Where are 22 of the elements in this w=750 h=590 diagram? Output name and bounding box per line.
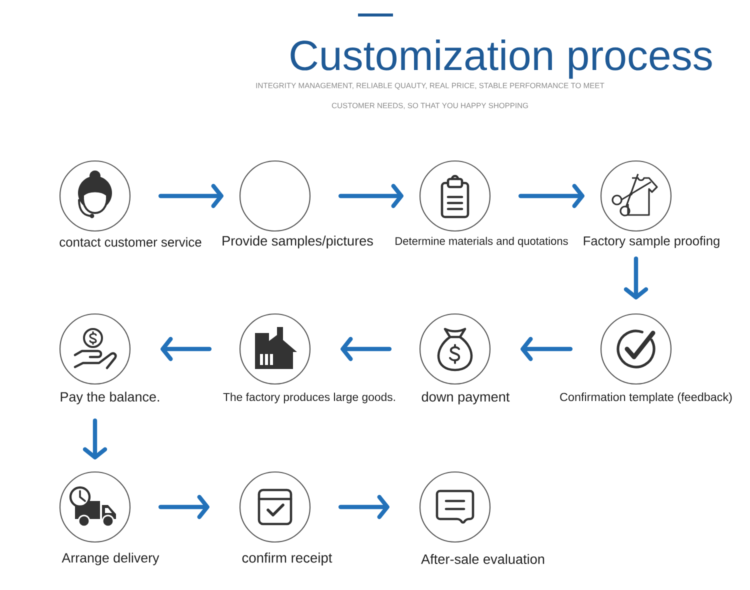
step-label: Confirmation template (feedback) <box>560 392 732 404</box>
arrow <box>158 494 210 520</box>
step-label: Arrange delivery <box>62 552 160 566</box>
arrow <box>340 336 392 362</box>
arrow <box>624 256 648 300</box>
arrow <box>518 184 584 208</box>
arrow <box>82 418 108 460</box>
arrow <box>338 184 404 208</box>
step-label: Pay the balance. <box>60 392 160 404</box>
step-label: Factory sample proofing <box>584 236 720 248</box>
step-label: The factory produces large goods. <box>223 392 395 404</box>
arrow <box>338 494 390 520</box>
arrow <box>158 184 224 208</box>
arrow <box>520 336 573 362</box>
title: Customization process <box>290 40 712 79</box>
step-label: Provide samples/pictures <box>222 236 373 248</box>
arrow <box>160 336 212 362</box>
step-label: contact customer service <box>60 237 202 247</box>
step-label: down payment <box>422 392 510 404</box>
step-label: After-sale evaluation <box>421 554 544 564</box>
step-label: Determine materials and quotations <box>396 236 568 248</box>
step-label: confirm receipt <box>242 552 332 566</box>
